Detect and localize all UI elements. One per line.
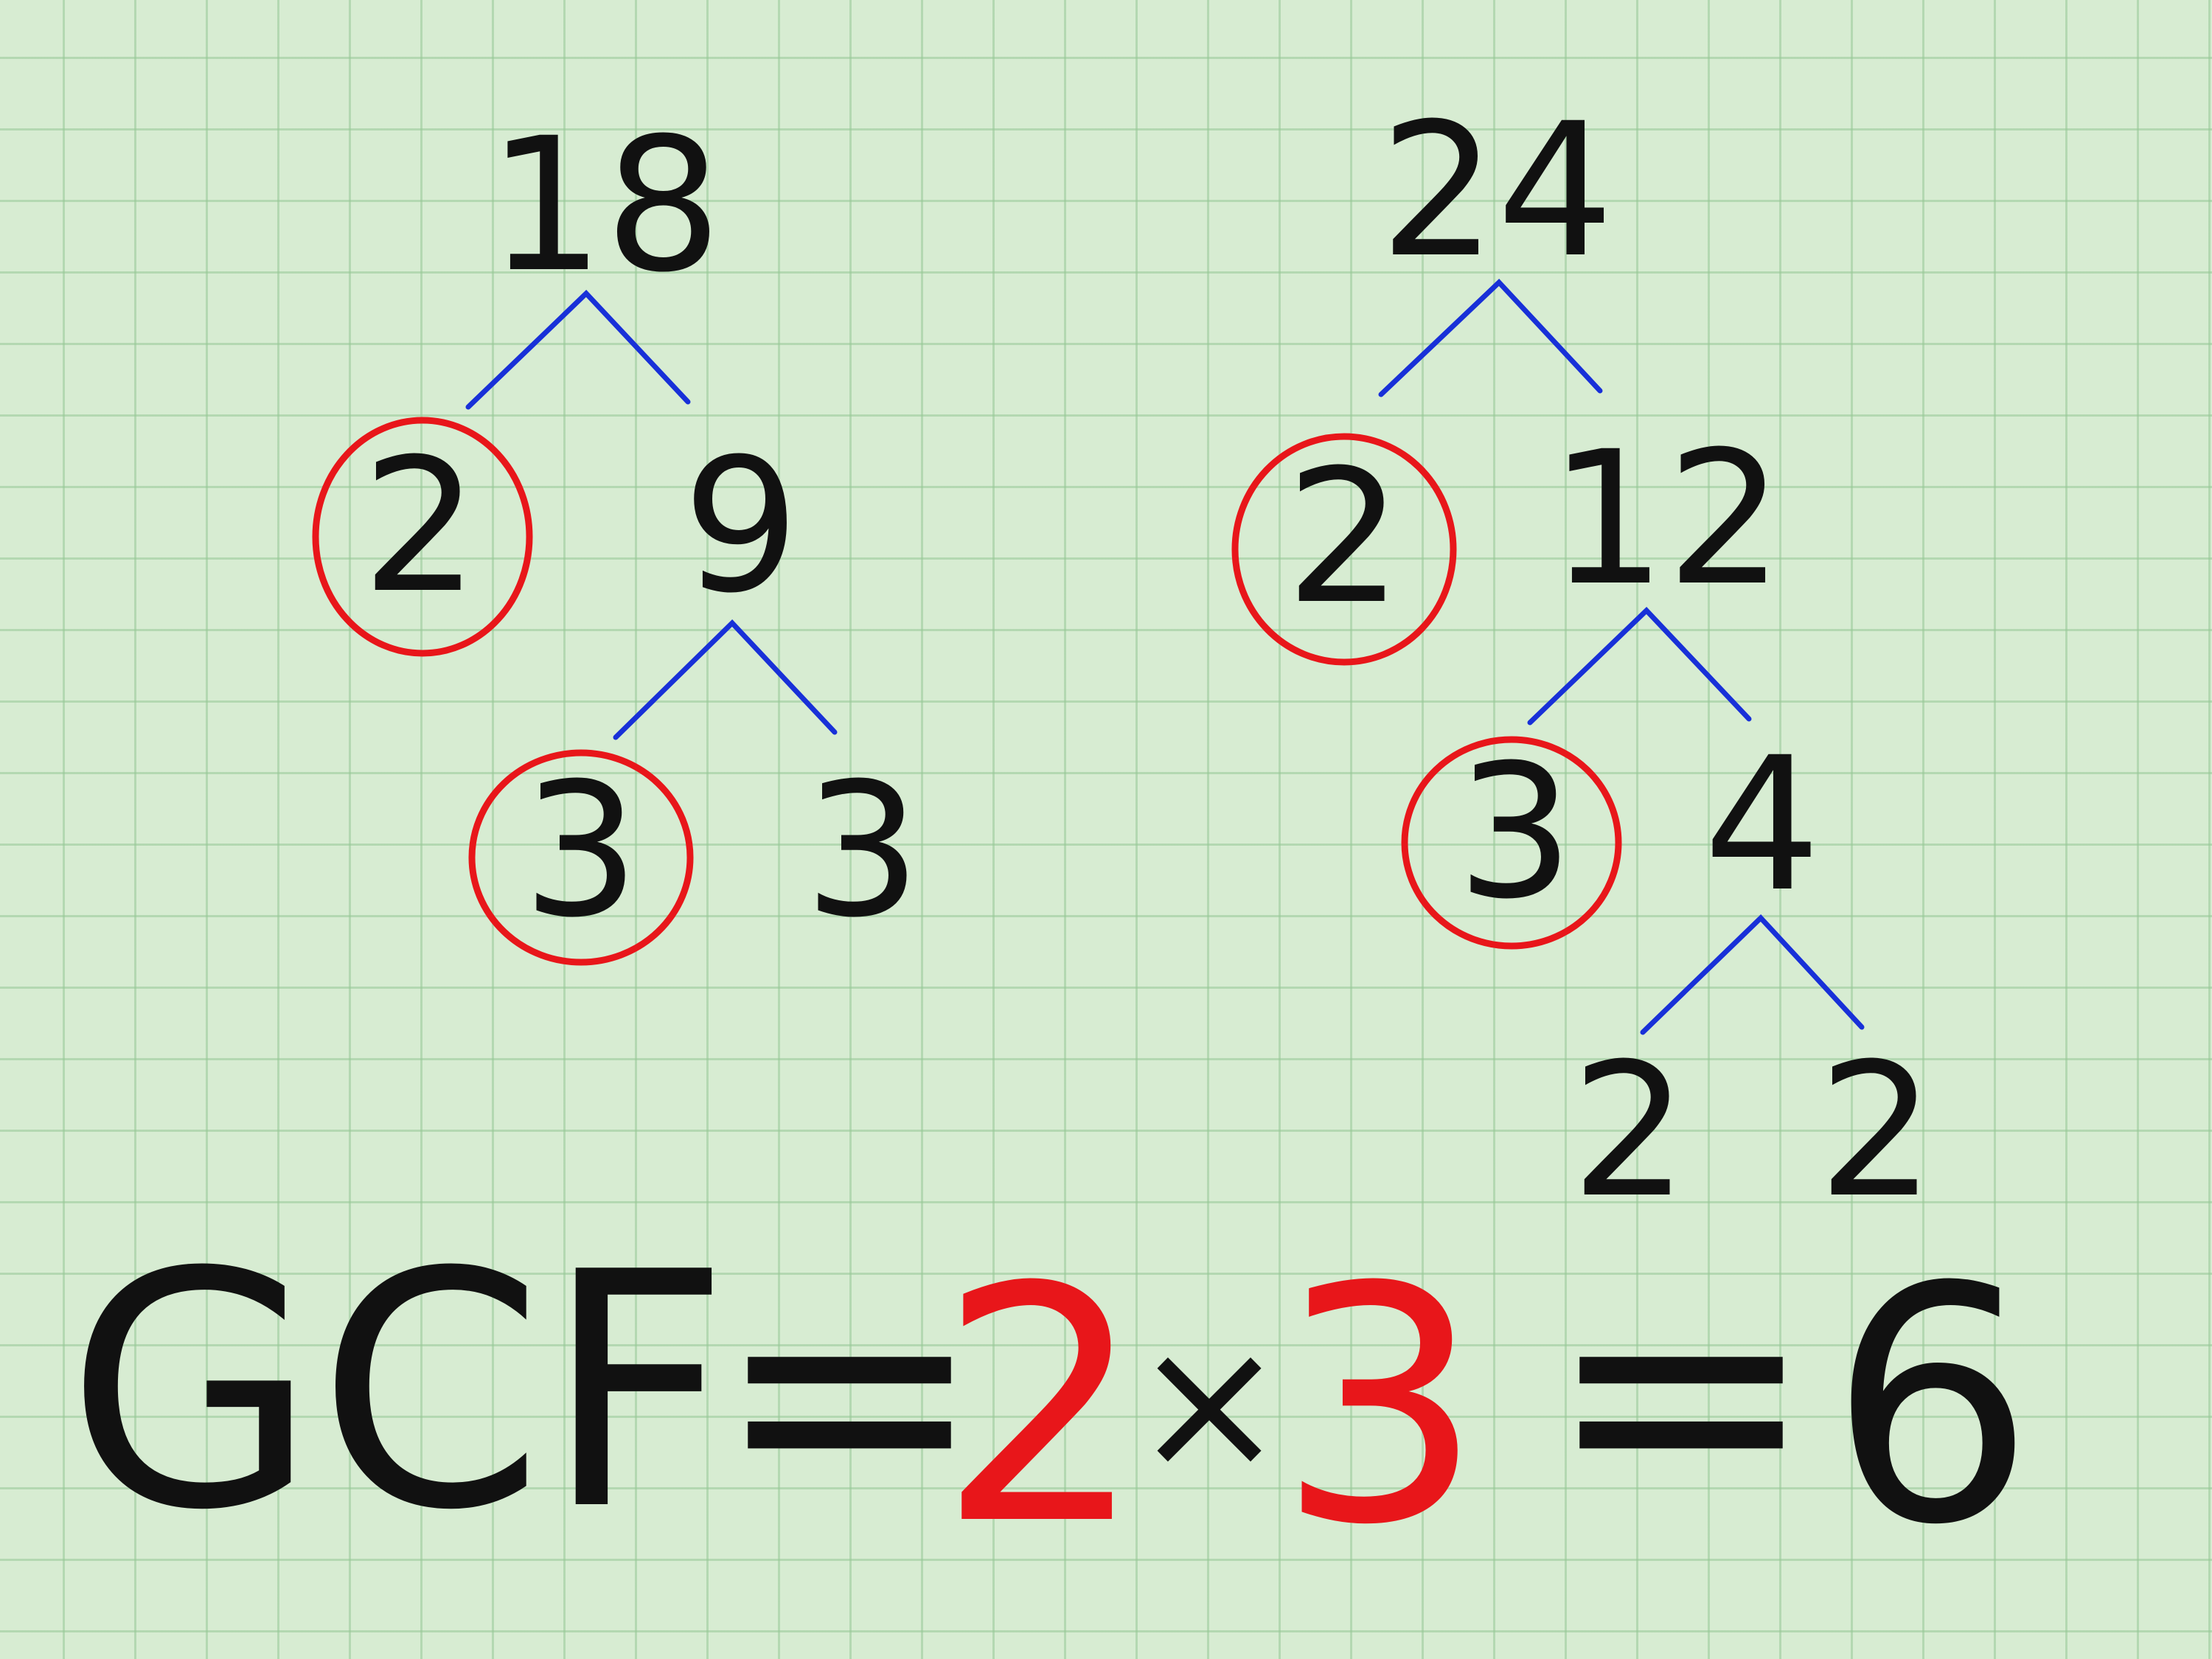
highlight-circle-2-right — [1231, 433, 1457, 666]
branch-12 — [1527, 607, 1752, 726]
common-factor-2: 2 — [938, 1218, 1144, 1596]
factor-tree-18: 18 2 9 3 3 — [312, 98, 922, 966]
factor-3-right-circled: 3 — [1456, 725, 1573, 939]
factor-3-left-circled: 3 — [522, 743, 639, 958]
highlight-circle-3-right — [1401, 736, 1622, 950]
gcf-result: 6 — [1829, 1218, 2035, 1596]
factor-4: 4 — [1703, 717, 1820, 932]
factor-2-leaf-left: 2 — [1571, 1023, 1688, 1238]
factor-tree-24: 24 2 12 3 4 2 2 — [1231, 83, 1935, 1238]
tree-root-24: 24 — [1380, 83, 1614, 298]
factor-3-left: 3 — [804, 743, 921, 958]
factor-9: 9 — [682, 419, 799, 633]
branch-24 — [1378, 279, 1603, 397]
common-factor-3: 3 — [1277, 1218, 1484, 1596]
branch-18 — [465, 290, 691, 410]
factor-2-right: 2 — [1285, 430, 1402, 644]
factor-2-leaf-right: 2 — [1818, 1023, 1935, 1238]
branch-9 — [613, 619, 838, 740]
gcf-label: GCF — [66, 1203, 730, 1581]
factor-2-left: 2 — [361, 419, 479, 633]
equals-sign-2: = — [1545, 1203, 1818, 1581]
equals-sign-1: = — [714, 1203, 986, 1581]
highlight-circle-3-left — [468, 749, 694, 966]
tree-root-18: 18 — [487, 98, 722, 313]
branch-4 — [1640, 914, 1865, 1035]
gcf-equation: GCF = 2 × 3 = 6 — [66, 1203, 2035, 1596]
highlight-circle-2-left — [312, 417, 533, 657]
times-sign: × — [1132, 1296, 1286, 1511]
factor-12: 12 — [1549, 411, 1784, 626]
